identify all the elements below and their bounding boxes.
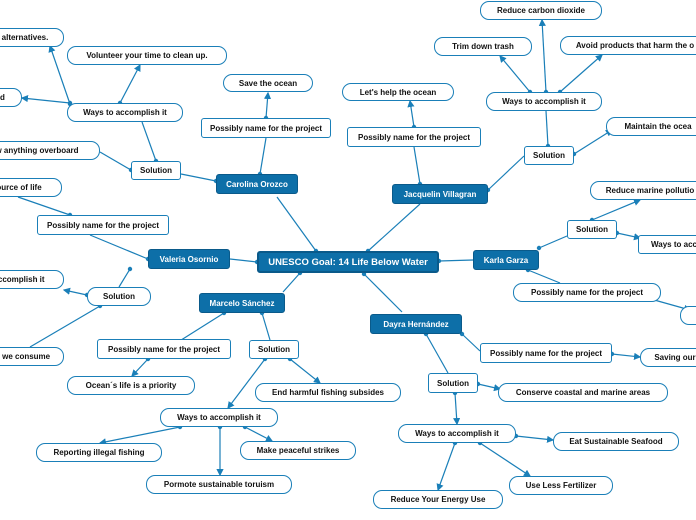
connector-line — [538, 18, 547, 93]
jacquelin-maintain-ocean[interactable]: Maintain the ocea — [606, 117, 696, 136]
dayra-conserve[interactable]: Conserve coastal and marine areas — [498, 383, 668, 402]
central-topic[interactable]: UNESCO Goal: 14 Life Below Water — [257, 251, 439, 273]
connector-line — [244, 426, 274, 442]
dayra-ways[interactable]: Ways to accomplish it — [398, 424, 516, 443]
carolina-save-ocean[interactable]: Save the ocean — [223, 74, 313, 92]
connector-line — [227, 358, 266, 409]
jacquelin-solution[interactable]: Solution — [524, 146, 574, 165]
jacquelin-reduce-co2[interactable]: Reduce carbon dioxide — [480, 1, 602, 20]
dayra-solution[interactable]: Solution — [428, 373, 478, 393]
connector-line — [141, 121, 157, 162]
marcelo-ocean-priority[interactable]: Ocean´s life is a priority — [67, 376, 195, 395]
dayra-project-name[interactable]: Possibly name for the project — [480, 343, 612, 363]
connector-line — [453, 392, 461, 426]
marcelo-solution[interactable]: Solution — [249, 340, 299, 359]
karla-reduce-pollution[interactable]: Reduce marine pollutio — [590, 181, 696, 200]
connector-line — [479, 442, 532, 477]
connector-line — [261, 312, 271, 341]
valeria-source-life[interactable]: ource of life — [0, 178, 62, 197]
connector-line — [229, 258, 258, 263]
connector-line — [282, 272, 301, 293]
connector-line — [487, 155, 525, 191]
connector-line — [559, 54, 603, 93]
connector-line — [118, 268, 131, 288]
marcelo-reporting[interactable]: Reporting illegal fishing — [36, 443, 162, 462]
carolina-project-name[interactable]: Possibly name for the project — [201, 118, 331, 138]
connector-line — [616, 232, 642, 241]
branch-jacquelin-villagran[interactable]: Jacquelin Villagran — [392, 184, 488, 204]
marcelo-peaceful[interactable]: Make peaceful strikes — [240, 441, 356, 460]
connector-line — [436, 442, 456, 492]
connector-line — [259, 137, 267, 175]
connector-line — [499, 55, 531, 93]
connector-line — [119, 63, 141, 104]
dayra-energy[interactable]: Reduce Your Energy Use — [373, 490, 503, 509]
valeria-what-consume[interactable]: hat we consume — [0, 347, 64, 366]
carolina-overboard[interactable]: w anything overboard — [0, 141, 100, 160]
dayra-saving[interactable]: Saving our — [640, 348, 696, 367]
connector-line — [17, 196, 71, 216]
connector-line — [545, 110, 549, 147]
marcelo-end-fishing[interactable]: End harmful fishing subsides — [255, 383, 401, 402]
connector-line — [477, 383, 502, 392]
connector-dot — [127, 266, 133, 272]
connector-line — [591, 198, 642, 221]
connector-line — [99, 151, 132, 171]
connector-line — [538, 235, 568, 249]
connector-line — [367, 203, 421, 252]
karla-solution[interactable]: Solution — [567, 220, 617, 239]
connector-line — [89, 234, 149, 260]
branch-valeria-osornio[interactable]: Valeria Osornio — [148, 249, 230, 269]
carolina-volunteer[interactable]: Volunteer your time to clean up. — [67, 46, 227, 65]
marcelo-tourism[interactable]: Pormote sustainable toruism — [146, 475, 292, 494]
branch-carolina-orozco[interactable]: Carolina Orozco — [216, 174, 298, 194]
connector-line — [29, 305, 101, 348]
connector-line — [276, 196, 317, 252]
connector-line — [180, 173, 217, 182]
connector-line — [573, 129, 614, 155]
marcelo-ways[interactable]: Ways to accomplish it — [160, 408, 278, 427]
dayra-fertilizer[interactable]: Use Less Fertilizer — [509, 476, 613, 495]
jacquelin-ways[interactable]: Ways to accomplish it — [486, 92, 602, 111]
connector-line — [263, 91, 272, 119]
connector-line — [98, 426, 181, 446]
connector-line — [515, 435, 555, 443]
connector-line — [407, 99, 415, 128]
valeria-solution[interactable]: Solution — [87, 287, 151, 306]
valeria-project-name[interactable]: Possibly name for the project — [37, 215, 169, 235]
branch-karla-garza[interactable]: Karla Garza — [473, 250, 539, 270]
connector-line — [425, 333, 449, 374]
jacquelin-lets-help[interactable]: Let's help the ocean — [342, 83, 454, 101]
karla-tail[interactable] — [680, 306, 696, 325]
connector-dot — [536, 245, 542, 251]
connector-line — [413, 146, 421, 185]
connector-line — [527, 269, 561, 284]
carolina-alternatives[interactable]: alternatives. — [0, 28, 64, 47]
valeria-accomplish-cut[interactable]: accomplish it — [0, 270, 64, 289]
carolina-and-cut[interactable]: nd — [0, 88, 22, 107]
karla-ways-cut[interactable]: Ways to acc — [638, 235, 696, 254]
dayra-seafood[interactable]: Eat Sustainable Seafood — [553, 432, 679, 451]
connector-line — [611, 352, 642, 360]
connector-line — [62, 287, 88, 296]
branch-marcelo-sanchez[interactable]: Marcelo Sánchez — [199, 293, 285, 313]
jacquelin-trim-trash[interactable]: Trim down trash — [434, 37, 532, 56]
jacquelin-project-name[interactable]: Possibly name for the project — [347, 127, 481, 147]
connector-line — [177, 312, 225, 343]
connector-line — [363, 273, 403, 313]
jacquelin-avoid-products[interactable]: Avoid products that harm the o — [560, 36, 696, 55]
connector-line — [461, 333, 481, 352]
connector-line — [289, 358, 321, 384]
connector-line — [20, 95, 71, 104]
marcelo-project-name[interactable]: Possibly name for the project — [97, 339, 231, 359]
connector-line — [48, 44, 71, 105]
carolina-solution[interactable]: Solution — [131, 161, 181, 180]
karla-project-name[interactable]: Possibly name for the project — [513, 283, 661, 302]
connector-line — [131, 358, 149, 377]
carolina-ways[interactable]: Ways to accomplish it — [67, 103, 183, 122]
connector-line — [438, 259, 474, 262]
branch-dayra-hernandez[interactable]: Dayra Hernández — [370, 314, 462, 334]
